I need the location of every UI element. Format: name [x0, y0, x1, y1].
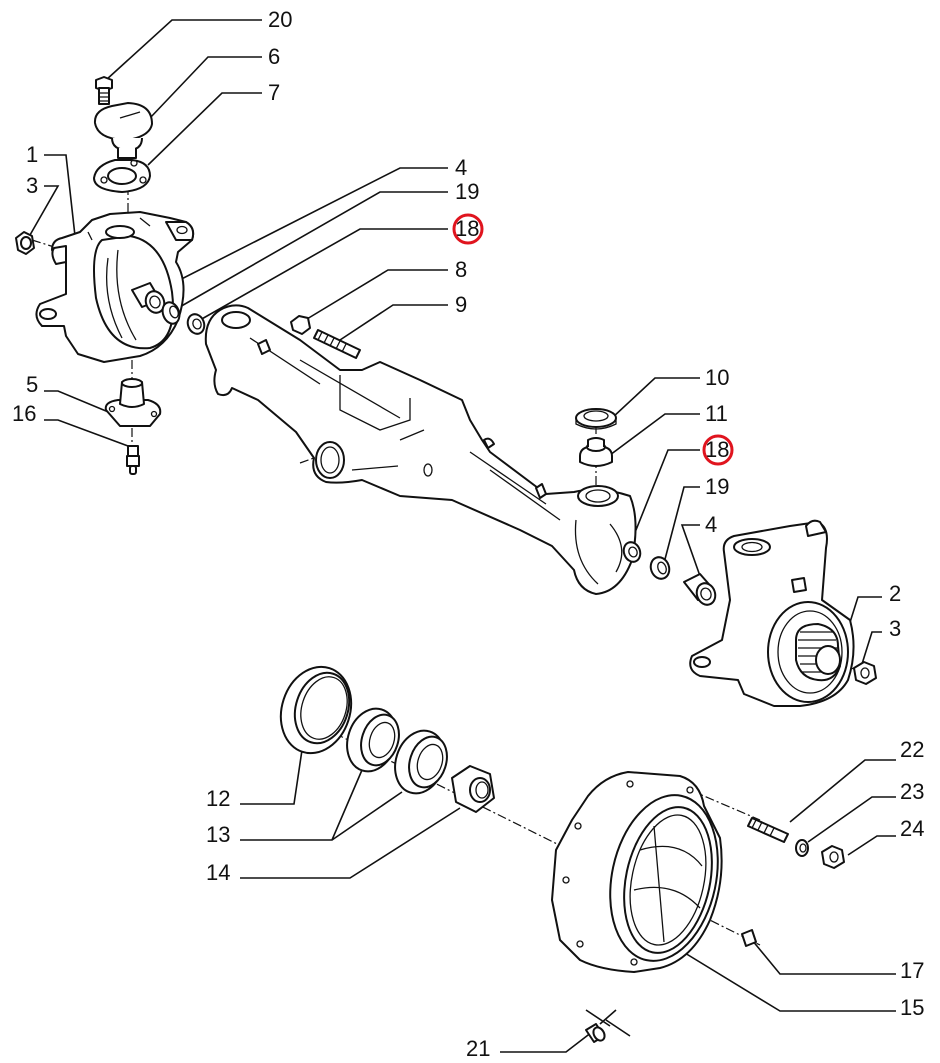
part-4-bushing-left [131, 282, 166, 314]
callout-labels: 20 6 7 1 3 4 19 18 8 9 5 16 10 11 18 19 … [12, 7, 924, 1061]
callout-21[interactable]: 21 [466, 1036, 490, 1061]
part-9-stud [313, 329, 361, 359]
axle-beam [204, 304, 637, 595]
callout-4-left[interactable]: 4 [455, 155, 467, 180]
callout-24[interactable]: 24 [900, 816, 924, 841]
leader-12 [240, 749, 303, 805]
leader-23 [807, 796, 896, 843]
leader-17 [751, 939, 896, 975]
leader-10 [611, 377, 700, 419]
part-14-hub-nut [451, 765, 495, 813]
leader-18a [199, 228, 448, 321]
callout-10[interactable]: 10 [705, 365, 729, 390]
part-3-nut-left [15, 231, 35, 255]
part-16-grease-nipple [126, 445, 140, 475]
part-8-nut [290, 315, 311, 335]
part-18-seal-left [186, 313, 206, 335]
leader-4b [680, 524, 701, 577]
part-15-wheel-hub [551, 771, 723, 973]
callout-19-right[interactable]: 19 [705, 474, 729, 499]
leader-5 [44, 390, 119, 417]
part-18-seal-right [622, 541, 642, 563]
leader-24 [847, 835, 896, 856]
leader-7 [147, 92, 262, 166]
highlight-ring-18-right [702, 434, 734, 466]
leader-16 [44, 419, 129, 447]
part-1-left-knuckle [35, 211, 195, 363]
callout-19-left[interactable]: 19 [455, 179, 479, 204]
callout-17[interactable]: 17 [900, 958, 924, 983]
part-13-bearings [346, 707, 448, 795]
part-2-right-knuckle [689, 519, 855, 707]
part-3-nut-right [853, 661, 877, 685]
part-21-dowel-pin [585, 1009, 631, 1043]
callout-3-left[interactable]: 3 [26, 173, 38, 198]
callout-16[interactable]: 16 [12, 401, 36, 426]
callout-23[interactable]: 23 [900, 779, 924, 804]
callout-2[interactable]: 2 [889, 581, 901, 606]
part-19-spacer-left [161, 301, 181, 325]
leader-3a [29, 185, 60, 236]
leader-15 [679, 949, 896, 1012]
part-7-gasket [93, 159, 151, 193]
callout-11[interactable]: 11 [705, 401, 728, 426]
part-6-upper-cover [93, 102, 153, 159]
callout-12[interactable]: 12 [206, 786, 230, 811]
leader-21 [500, 1031, 593, 1053]
leader-19b [663, 486, 700, 564]
part-4-bushing-right [683, 573, 717, 606]
callout-22[interactable]: 22 [900, 737, 924, 762]
callout-5[interactable]: 5 [26, 372, 38, 397]
callout-13[interactable]: 13 [206, 822, 230, 847]
part-22-wheel-stud [747, 817, 789, 843]
part-20-screw [95, 76, 113, 105]
part-24-wheel-nut [821, 845, 845, 869]
leader-11 [609, 413, 700, 456]
part-23-washer [795, 839, 809, 857]
leader-6 [149, 56, 262, 119]
leader-22 [789, 759, 896, 823]
callout-7[interactable]: 7 [268, 80, 280, 105]
callout-14[interactable]: 14 [206, 860, 230, 885]
leader-20 [105, 19, 262, 81]
part-10-seal-ring [575, 408, 617, 430]
leader-14 [240, 807, 461, 879]
highlight-rings [452, 213, 734, 466]
leader-9 [339, 304, 448, 341]
leader-3b [861, 631, 882, 665]
leader-19a [177, 191, 448, 309]
callout-8[interactable]: 8 [455, 257, 467, 282]
leader-4a [149, 167, 448, 296]
leader-1 [44, 154, 77, 246]
callout-1[interactable]: 1 [26, 142, 38, 167]
callout-6[interactable]: 6 [268, 44, 280, 69]
callout-15[interactable]: 15 [900, 995, 924, 1020]
callout-4-right[interactable]: 4 [705, 512, 717, 537]
part-12-oil-seal [279, 665, 353, 755]
callout-3-right[interactable]: 3 [889, 616, 901, 641]
part-11-bushing [579, 437, 613, 467]
leader-lines [29, 19, 896, 1053]
part-19-spacer-right [649, 556, 671, 580]
callout-20[interactable]: 20 [268, 7, 292, 32]
leader-13 [240, 769, 403, 841]
part-5-lower-pivot [104, 378, 162, 427]
leader-8 [301, 269, 448, 323]
highlight-ring-18-left [452, 213, 484, 245]
callout-9[interactable]: 9 [455, 292, 467, 317]
leader-18b [629, 449, 700, 546]
part-17-plug [741, 929, 757, 947]
